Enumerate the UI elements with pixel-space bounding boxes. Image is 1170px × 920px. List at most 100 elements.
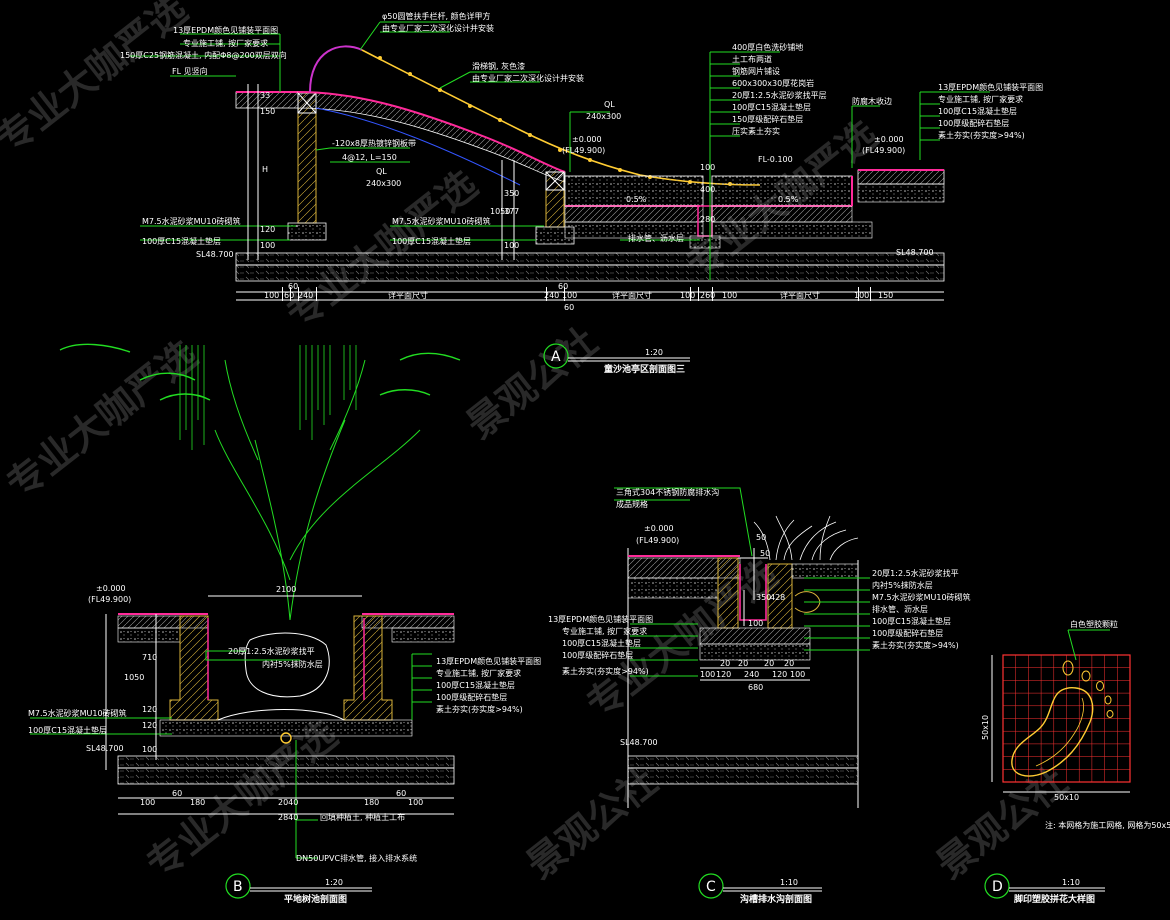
annotation: M7.5水泥砂浆MU10砖砌筑 bbox=[872, 592, 971, 602]
detail-bubble-c bbox=[698, 873, 724, 899]
dimension: 100 bbox=[264, 291, 279, 300]
dimension: 120 bbox=[142, 721, 157, 730]
dimension: 100 bbox=[504, 241, 519, 250]
annotation: 0.5% bbox=[778, 195, 799, 204]
dimension: 100 bbox=[700, 163, 715, 172]
drain-pipe bbox=[280, 732, 292, 744]
dimension: 60 bbox=[564, 303, 574, 312]
dimension: 120 bbox=[260, 225, 275, 234]
annotation: 20厚1:2.5水泥砂浆找平 bbox=[228, 646, 315, 656]
annotation: 专业施工铺, 按厂家要求 bbox=[436, 668, 521, 678]
dimension: 120 bbox=[772, 670, 787, 679]
dimension: 240 bbox=[744, 670, 759, 679]
grass-tuft bbox=[753, 515, 859, 561]
dimension: 710 bbox=[142, 653, 157, 662]
detail-a: 13厚EPDM颜色见铺装平面图 专业施工铺, 按厂家要求 150厚C25钢筋混凝… bbox=[120, 11, 1043, 375]
annotation: M7.5水泥砂浆MU10砖砌筑 bbox=[392, 216, 491, 226]
tree-illustration bbox=[59, 343, 461, 621]
dimension: 240 bbox=[544, 291, 559, 300]
annotation: 400厚白色洗砂铺地 bbox=[732, 42, 803, 52]
dimension: 120 bbox=[716, 670, 731, 679]
annotation: 素土夯实(夯实度>94%) bbox=[938, 130, 1025, 140]
annotation: SL48.700 bbox=[896, 248, 934, 257]
detail-bubble-label: C bbox=[706, 879, 716, 895]
dimension: 60 bbox=[558, 282, 568, 291]
annotation: 240x300 bbox=[366, 179, 401, 188]
annotation: QL bbox=[604, 100, 615, 109]
annotation: 20厚1:2.5水泥砂浆找平 bbox=[872, 568, 959, 578]
annotation: 100厚C15混凝土垫层 bbox=[562, 638, 641, 648]
handrail-tube bbox=[309, 45, 363, 93]
detail-title: 脚印塑胶拼花大样图 bbox=[1014, 893, 1095, 905]
annotation: SL48.700 bbox=[196, 250, 234, 259]
channel-wall-right bbox=[767, 563, 793, 629]
detail-bubble-label: A bbox=[551, 349, 561, 365]
dimension: 60 bbox=[284, 291, 294, 300]
watermark-group: 专业大咖严选 专业大咖严选 景观公社 专业大咖严选 专业大咖严选 专业大咖严选 … bbox=[0, 0, 1075, 887]
root-ball bbox=[244, 632, 330, 698]
annotation: φ50圆管扶手栏杆, 颜色详甲方 bbox=[382, 11, 491, 21]
annotation: 150厚级配碎石垫层 bbox=[732, 114, 803, 124]
dimension: 680 bbox=[748, 683, 763, 692]
annotation: 素土夯实(夯实度>94%) bbox=[872, 640, 959, 650]
annotation: -120x8厚热镀锌钢板带 bbox=[332, 138, 416, 148]
annotation: SL48.700 bbox=[86, 744, 124, 753]
dimension: 120 bbox=[142, 705, 157, 714]
annotation: FL 见竖向 bbox=[172, 66, 208, 76]
slide-slab bbox=[297, 91, 566, 183]
annotation: 100厚C15混凝土垫层 bbox=[436, 680, 515, 690]
annotation: 防腐木收边 bbox=[852, 96, 892, 106]
annotation: 压实素土夯实 bbox=[732, 126, 780, 136]
right-platform bbox=[857, 169, 945, 185]
dimension: 100 bbox=[722, 291, 737, 300]
annotation: M7.5水泥砂浆MU10砖砌筑 bbox=[142, 216, 241, 226]
dimension: 详平面尺寸 bbox=[612, 290, 652, 300]
detail-title: 平地树池剖面图 bbox=[284, 893, 347, 905]
detail-scale: 1:20 bbox=[645, 348, 663, 357]
dimension: 60 bbox=[288, 282, 298, 291]
annotation: 钢筋网片铺设 bbox=[732, 66, 780, 76]
annotation: 排水管、沥水层 bbox=[628, 233, 684, 243]
annotation: ±0.000 bbox=[874, 135, 904, 144]
annotation: M7.5水泥砂浆MU10砖砌筑 bbox=[28, 708, 127, 718]
detail-c: 三角式304不锈钢防腐排水沟 成品规格 ±0.000 (FL49.900) 20… bbox=[548, 487, 971, 905]
annotation: (FL49.900) bbox=[562, 146, 605, 155]
annotation: QL bbox=[376, 167, 387, 176]
dimension: 20 bbox=[720, 659, 730, 668]
dimension: 260 bbox=[700, 291, 715, 300]
middle-pier bbox=[545, 171, 565, 228]
dimension: 60 bbox=[396, 789, 406, 798]
annotation: 内衬5%抹防水层 bbox=[262, 659, 323, 669]
soil-layer bbox=[235, 252, 945, 282]
annotation: 专业施工铺, 按厂家要求 bbox=[183, 38, 268, 48]
dimension: 2840 bbox=[278, 813, 298, 822]
annotation: 100厚级配碎石垫层 bbox=[872, 628, 943, 638]
dimension: 100 bbox=[700, 670, 715, 679]
annotation: 150厚C25钢筋混凝土, 内配Φ8@200双层双向 bbox=[120, 50, 287, 60]
dimension: 2100 bbox=[276, 585, 296, 594]
dimension: 详平面尺寸 bbox=[780, 290, 820, 300]
annotation: 100厚C15混凝土垫层 bbox=[732, 102, 811, 112]
annotation: 13厚EPDM颜色见铺装平面图 bbox=[548, 614, 653, 624]
detail-bubble-a bbox=[543, 343, 569, 369]
annotation: 回填种植土, 种植土工布 bbox=[320, 812, 405, 822]
dimension: 350 bbox=[756, 593, 771, 602]
detail-scale: 1:20 bbox=[325, 878, 343, 887]
detail-title: 童沙池亭区剖面图三 bbox=[604, 363, 685, 375]
annotation: DN50UPVC排水管, 接入排水系统 bbox=[296, 853, 417, 863]
dimension: 100 bbox=[748, 619, 763, 628]
detail-d: 白色塑胶颗粒 50x10 50x10 注: 本网格为施工网格, 网格为50x50… bbox=[981, 619, 1170, 905]
annotation: 由专业厂家二次深化设计并安装 bbox=[472, 73, 584, 83]
dimension: 100 bbox=[140, 798, 155, 807]
annotation: 13厚EPDM颜色见铺装平面图 bbox=[436, 656, 541, 666]
dimension: H bbox=[262, 165, 268, 174]
dimension: 100 bbox=[562, 291, 577, 300]
annotation: 成品规格 bbox=[616, 499, 648, 509]
dimension: 50x10 bbox=[1054, 793, 1079, 802]
dimension: 20 bbox=[784, 659, 794, 668]
annotation: 由专业厂家二次深化设计并安装 bbox=[382, 23, 494, 33]
annotation: 滑梯钢, 灰色漆 bbox=[472, 61, 525, 71]
dimension: 100 bbox=[408, 798, 423, 807]
dimension: 377 bbox=[504, 207, 519, 216]
